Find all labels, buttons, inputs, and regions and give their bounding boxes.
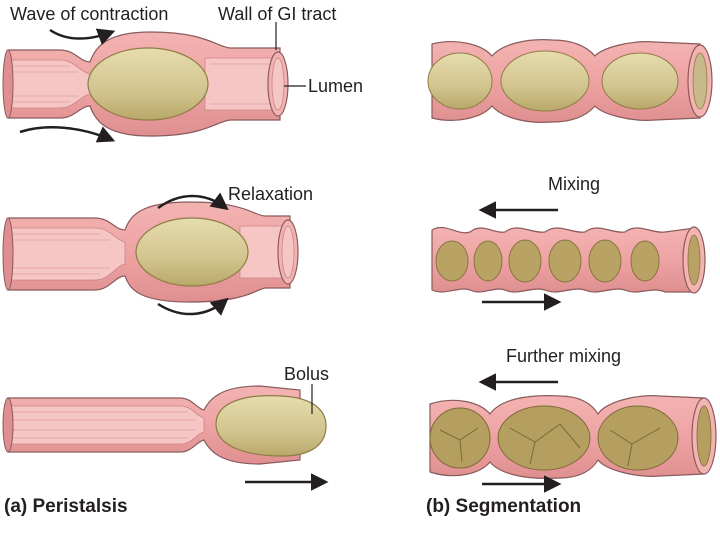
further-mixing-label: Further mixing — [506, 346, 621, 366]
arrow-icon — [49, 28, 116, 46]
segmentation-tube-2 — [431, 226, 706, 294]
bolus — [588, 239, 622, 283]
bolus — [597, 405, 679, 471]
bolus — [473, 240, 503, 282]
arrow-icon — [157, 192, 229, 211]
arrow-icon — [19, 126, 116, 143]
wave-of-contraction-label: Wave of contraction — [10, 4, 168, 24]
segmentation-tube-1 — [427, 39, 713, 123]
wall-of-gi-tract-label: Wall of GI tract — [218, 4, 336, 24]
bolus-label: Bolus — [284, 364, 329, 384]
peristalsis-caption: (a) Peristalsis — [4, 496, 128, 517]
arrow-icon — [157, 297, 229, 316]
peristalsis-tube-3 — [2, 385, 327, 465]
tube-lumen — [7, 59, 91, 109]
segmentation-caption: (b) Segmentation — [426, 496, 581, 517]
peristalsis-tube-2 — [2, 201, 299, 303]
bolus — [135, 217, 249, 287]
bolus — [429, 407, 491, 469]
segmentation-tube-3 — [429, 395, 717, 479]
bolus — [435, 240, 469, 282]
mixing-label: Mixing — [548, 174, 600, 194]
bolus — [87, 47, 209, 121]
tube-lumen — [7, 227, 126, 281]
bolus — [601, 52, 679, 110]
tube-lumen — [7, 405, 205, 445]
bolus — [427, 52, 493, 110]
bolus — [630, 240, 660, 282]
bolus — [497, 405, 591, 471]
lumen-label: Lumen — [308, 76, 363, 96]
bolus — [508, 239, 542, 283]
bolus — [215, 395, 327, 457]
bolus — [500, 50, 590, 112]
peristalsis-tube-1 — [2, 31, 289, 137]
relaxation-label: Relaxation — [228, 184, 313, 204]
bolus — [548, 239, 582, 283]
